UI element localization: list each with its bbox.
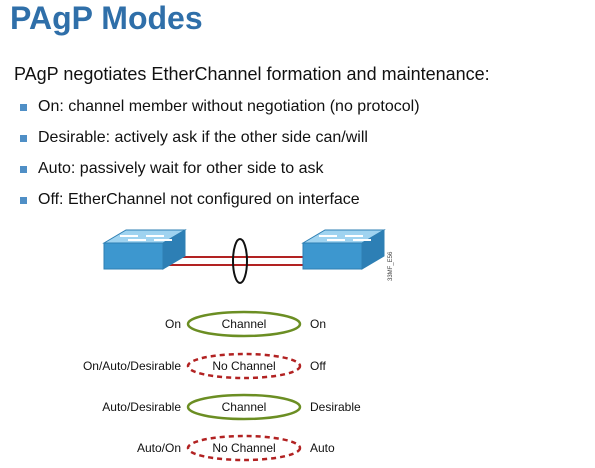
row-3-left-mode: Auto/Desirable [102,400,181,414]
row-2-right-mode: Off [310,359,326,373]
bullet-text: Desirable: actively ask if the other sid… [38,129,368,146]
row-4-left-mode: Auto/On [136,441,181,455]
row-4-right-mode: Auto [310,441,335,455]
row-1-right-mode: On [310,317,327,331]
row-1-result: Channel [221,317,267,331]
slide-title: PAgP Modes [10,0,203,36]
row-3-result: Channel [221,400,267,414]
row-2-result: No Channel [212,359,276,373]
bundle-ellipse-icon [232,238,248,284]
bullet-list: On: channel member without negotiation (… [20,97,420,221]
row-2-left-mode: On/Auto/Desirable [82,359,181,373]
row-3-right-mode: Desirable [310,400,361,414]
bullet-square-icon [20,104,27,111]
result-ellipse-row-1 [186,310,302,338]
bullet-square-icon [20,135,27,142]
row-4-result: No Channel [212,441,276,455]
result-ellipse-row-3 [186,393,302,421]
row-1-left-mode: On [164,317,181,331]
bullet-text: On: channel member without negotiation (… [38,98,420,115]
intro-text: PAgP negotiates EtherChannel formation a… [14,64,490,84]
result-ellipse-row-2 [186,352,302,380]
bullet-item-auto: Auto: passively wait for other side to a… [20,159,420,190]
result-ellipse-row-4 [186,434,302,462]
bullet-text: Off: EtherChannel not configured on inte… [38,191,360,208]
left-switch-icon [102,229,187,270]
right-switch-icon [301,229,386,270]
bullet-square-icon [20,166,27,173]
bullet-item-off: Off: EtherChannel not configured on inte… [20,190,420,221]
bullet-square-icon [20,197,27,204]
bullet-item-on: On: channel member without negotiation (… [20,97,420,128]
etherchannel-links [160,256,320,266]
bullet-item-desirable: Desirable: actively ask if the other sid… [20,128,420,159]
bullet-text: Auto: passively wait for other side to a… [38,160,324,177]
figure-code: 33MF_E56 [388,251,394,281]
